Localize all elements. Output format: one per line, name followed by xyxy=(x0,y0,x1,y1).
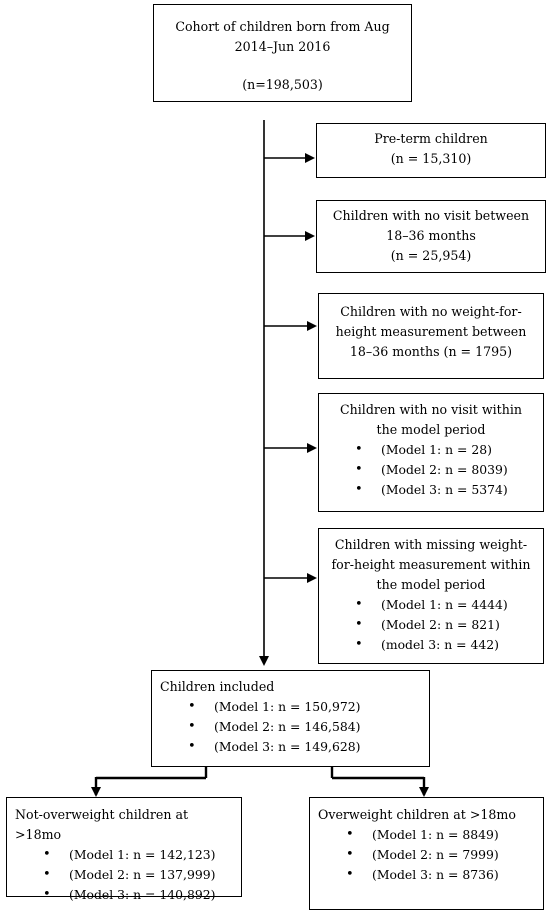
included-list: (Model 1: n = 150,972) (Model 2: n = 146… xyxy=(156,697,425,757)
list-item: (Model 3: n = 140,892) xyxy=(11,885,237,905)
list-item: (Model 3: n = 8736) xyxy=(314,865,539,885)
no-visit-box: Children with no visit between 18–36 mon… xyxy=(316,200,546,273)
list-item: (Model 2: n = 146,584) xyxy=(156,717,425,737)
preterm-box: Pre-term children (n = 15,310) xyxy=(316,123,546,178)
not-overweight-title: Not-overweight children at >18mo xyxy=(15,807,189,842)
cohort-count: (n=198,503) xyxy=(242,77,323,92)
cohort-title: Cohort of children born from Aug 2014–Ju… xyxy=(175,19,390,54)
list-item: (Model 1: n = 150,972) xyxy=(156,697,425,717)
list-item: (Model 3: n = 149,628) xyxy=(156,737,425,757)
overweight-list: (Model 1: n = 8849) (Model 2: n = 7999) … xyxy=(314,825,539,885)
missing-wfh-box: Children with missing weight-for-height … xyxy=(318,528,544,664)
list-item: (Model 1: n = 28) xyxy=(323,440,539,460)
missing-wfh-list: (Model 1: n = 4444) (Model 2: n = 821) (… xyxy=(323,595,539,655)
overweight-title: Overweight children at >18mo xyxy=(318,807,516,822)
cohort-box: Cohort of children born from Aug 2014–Ju… xyxy=(153,4,412,102)
list-item: (Model 1: n = 4444) xyxy=(323,595,539,615)
list-item: (Model 2: n = 821) xyxy=(323,615,539,635)
not-overweight-box: Not-overweight children at >18mo (Model … xyxy=(6,797,242,905)
list-item: (model 3: n = 442) xyxy=(323,635,539,655)
no-visit-model-box: Children with no visit within the model … xyxy=(318,393,544,512)
list-item: (Model 2: n = 137,999) xyxy=(11,865,237,885)
list-item: (Model 1: n = 8849) xyxy=(314,825,539,845)
list-item: (Model 2: n = 8039) xyxy=(323,460,539,480)
no-visit-count: (n = 25,954) xyxy=(390,248,472,263)
list-item: (Model 1: n = 142,123) xyxy=(11,845,237,865)
preterm-title: Pre-term children xyxy=(374,131,488,146)
preterm-count: (n = 15,310) xyxy=(390,151,472,166)
not-overweight-list: (Model 1: n = 142,123) (Model 2: n = 137… xyxy=(11,845,237,905)
overweight-box: Overweight children at >18mo (Model 1: n… xyxy=(309,797,544,910)
list-item: (Model 2: n = 7999) xyxy=(314,845,539,865)
missing-wfh-title: Children with missing weight-for-height … xyxy=(331,537,531,592)
included-title: Children included xyxy=(160,679,275,694)
no-visit-model-title: Children with no visit within the model … xyxy=(340,402,522,437)
no-visit-model-list: (Model 1: n = 28) (Model 2: n = 8039) (M… xyxy=(323,440,539,500)
no-visit-title: Children with no visit between 18–36 mon… xyxy=(332,208,530,243)
list-item: (Model 3: n = 5374) xyxy=(323,480,539,500)
no-wfh-title: Children with no weight-for-height measu… xyxy=(335,304,527,359)
included-box: Children included (Model 1: n = 150,972)… xyxy=(151,670,430,767)
no-wfh-box: Children with no weight-for-height measu… xyxy=(318,293,544,379)
